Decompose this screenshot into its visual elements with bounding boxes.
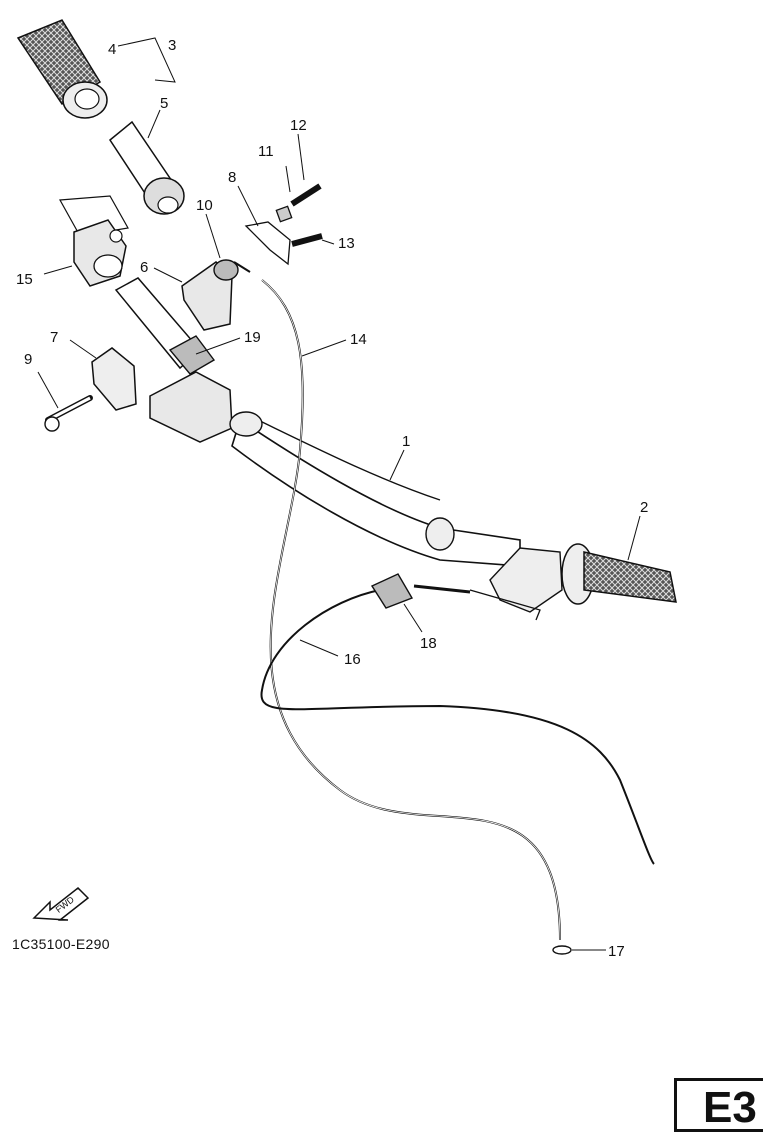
- leader-lines: [37, 37, 641, 951]
- fwd-arrow-icon: FWD: [30, 880, 92, 926]
- callout-15: 15: [16, 271, 33, 288]
- left-grip: [16, 19, 108, 119]
- page-label-box: E3: [674, 1078, 763, 1132]
- o-ring: [552, 945, 572, 955]
- callout-7: 7: [50, 329, 58, 346]
- throttle-housing: [59, 195, 129, 287]
- callout-11: 11: [258, 143, 274, 160]
- diagram-code: 1C35100-E290: [12, 936, 110, 952]
- callout-8: 8: [228, 169, 236, 186]
- callout-2: 2: [640, 499, 648, 516]
- callout-17: 17: [608, 943, 625, 960]
- callout-10: 10: [196, 197, 213, 214]
- callout-6: 6: [140, 259, 148, 276]
- cable-adjuster-parts: [213, 183, 323, 281]
- cable-adjuster: [370, 573, 471, 609]
- callout-4: 4: [108, 41, 116, 58]
- callout-18: 18: [420, 635, 437, 652]
- callout-5: 5: [160, 95, 168, 112]
- callout-13: 13: [338, 235, 355, 252]
- callout-9: 9: [24, 351, 32, 368]
- callout-labels: 1 2 3 4 5 6 7 8 9 10 11 12 13 14 15 16 1…: [16, 37, 648, 960]
- page-label: E3: [703, 1083, 757, 1132]
- throttle-cable: [261, 279, 561, 941]
- clamp-bolt: [44, 395, 93, 432]
- callout-3: 3: [168, 37, 176, 54]
- clutch-cable: [260, 589, 655, 865]
- callout-14: 14: [350, 331, 367, 348]
- callout-16: 16: [344, 651, 361, 668]
- callout-12: 12: [290, 117, 307, 134]
- callout-19: 19: [244, 329, 261, 346]
- throttle-tube: [109, 120, 185, 215]
- right-grip: [561, 543, 677, 605]
- left-bar-section: [114, 277, 233, 443]
- callout-1: 1: [402, 433, 410, 450]
- handlebar: [229, 411, 521, 567]
- clutch-lever-assembly: [469, 547, 563, 621]
- handlebar-clamp-lower: [91, 347, 137, 411]
